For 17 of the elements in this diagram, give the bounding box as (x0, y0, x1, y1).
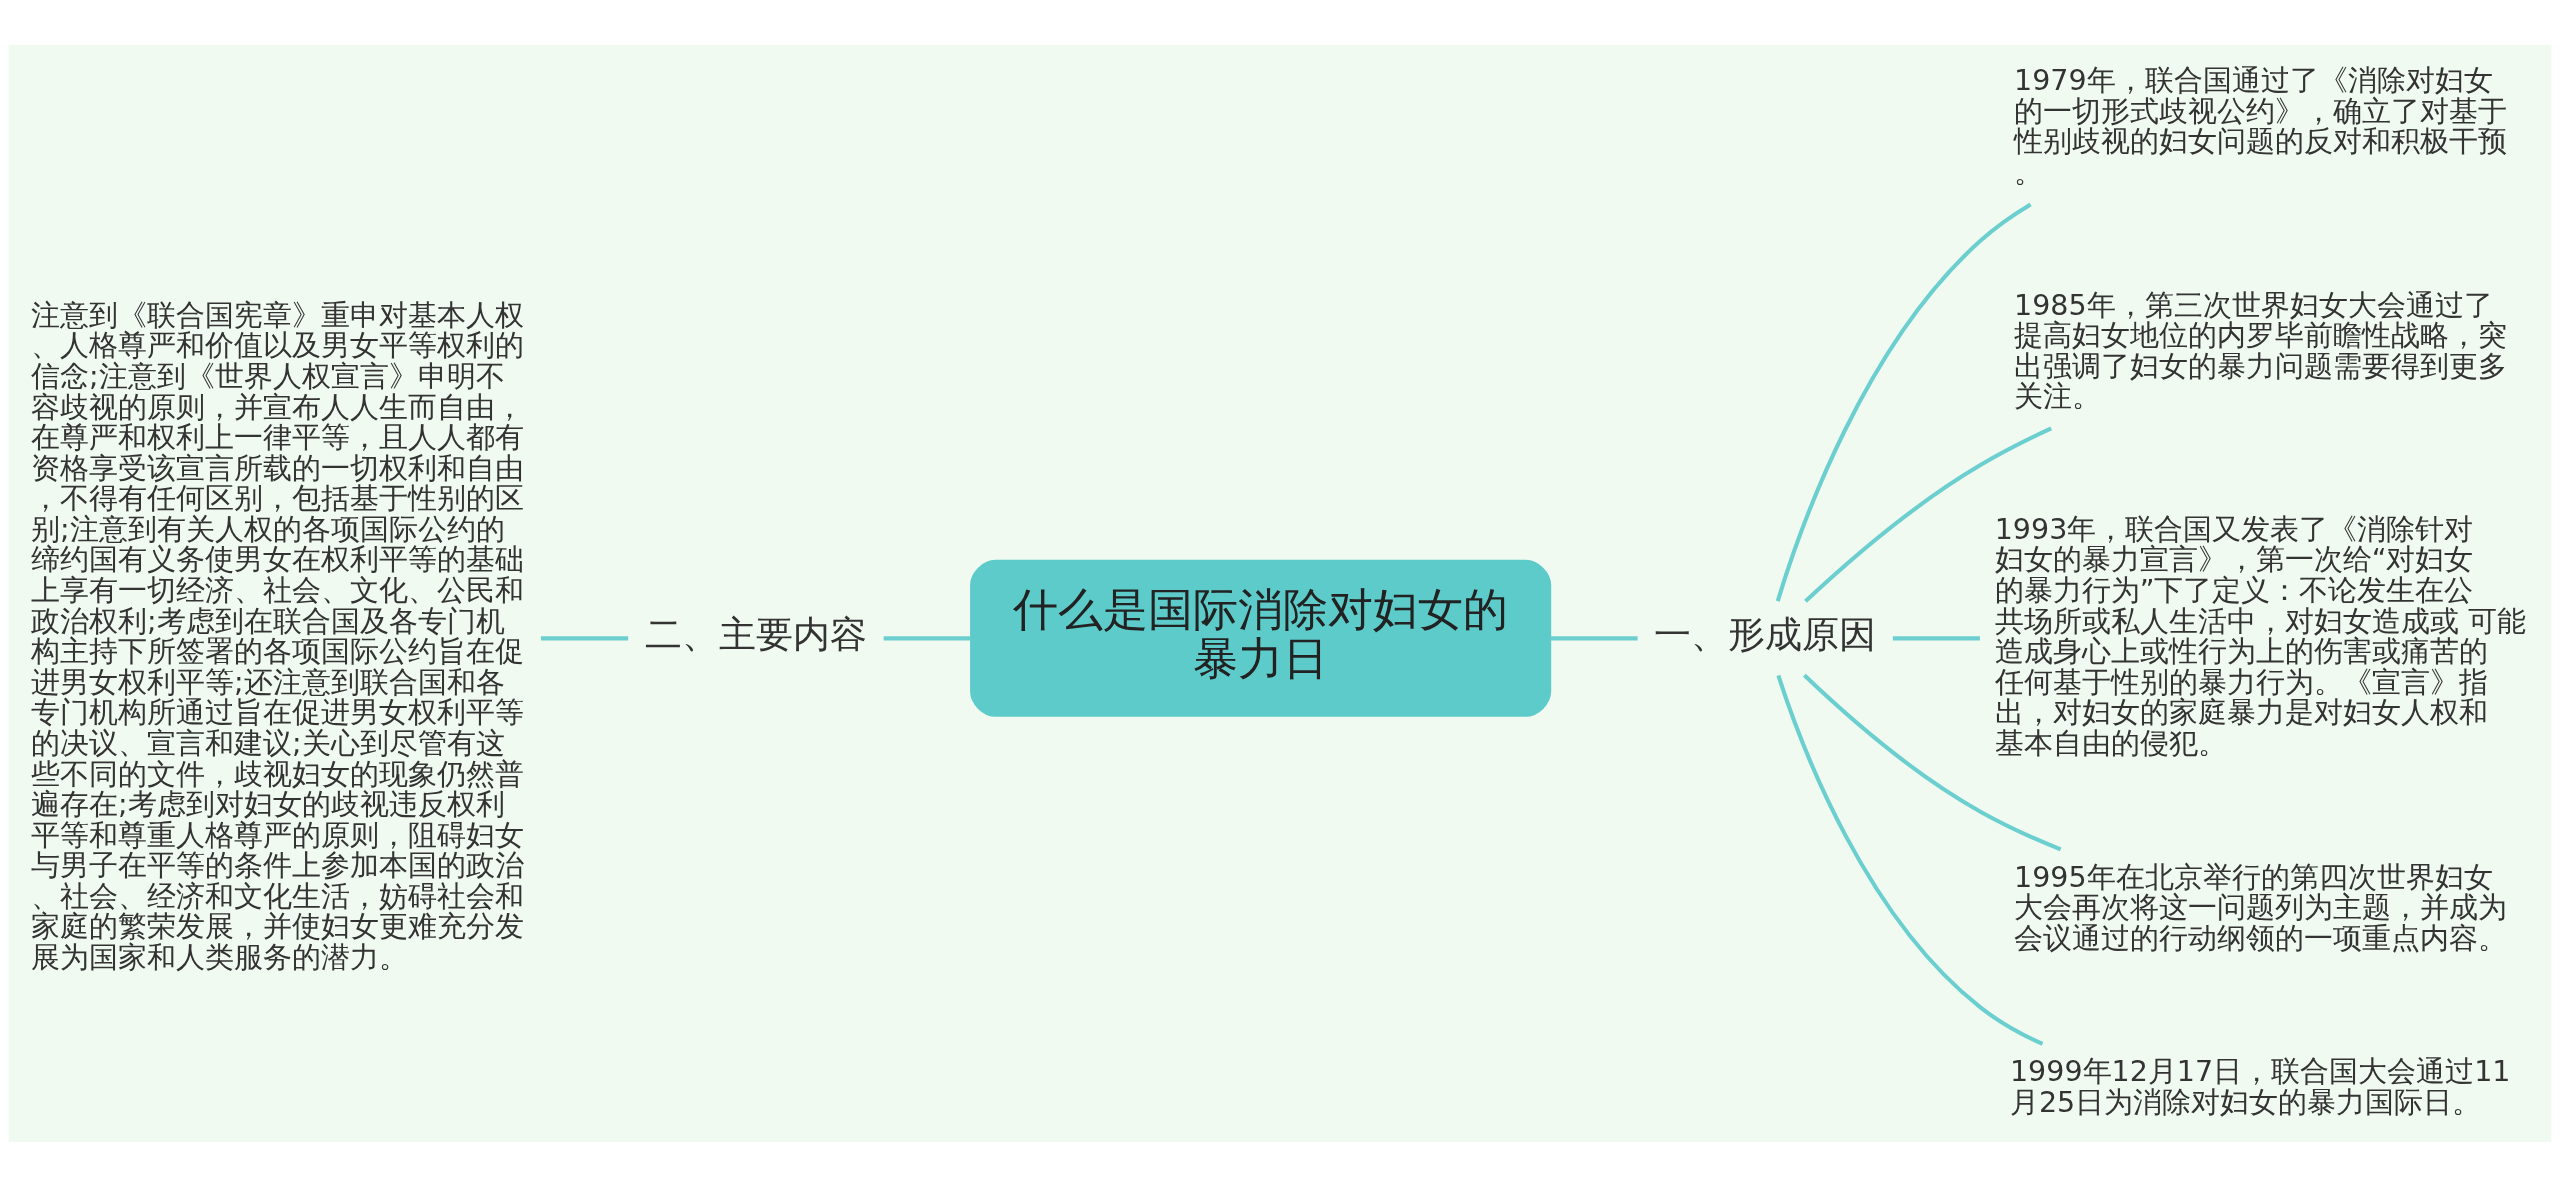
node-text: 注意到《联合国宪章》重申对基本人权、人格尊严和价值以及男女平等权利的信念;注意到《世界人权宣言》申明不容歧视的原则，并宣布人人生而自由，在尊严和权利上一律平等，且人人都有资格享受该宣言所载的一切权利和自由，不得有任何区别，包括基于性别的区别;注意到有关人权的各项国际公约的缔约国有义务使男女在权利平等的基础上享有一切经济、社会、文化、公民和政治权利;考虑到在联合国及各专门机构主持下所签署的各项国际公约旨在促进男女权利平等;还注意到联合国和各专门机构所通过旨在促进男女权利平等的决议、宣言和建议;关心到尽管有这些不同的文件，歧视妇女的现象仍然普遍存在;考虑到对妇女的歧视违反权利平等和尊重人格尊严的原则，阻碍妇女与男子在平等的条件上参加本国的政治、社会、经济和文化生活，妨碍社会和家庭的繁荣发展，并使妇女更难充分发展为国家和人类服务的潜力。 (31, 298, 525, 975)
connector (1892, 636, 1980, 641)
node-text: 1995年在北京举行的第四次世界妇女大会再次将这一问题列为主题，并成为会议通过的行动纲领的一项重点内容。 (2014, 860, 2508, 955)
connector (1775, 202, 2032, 602)
node-box: 什么是国际消除对妇女的暴力日 (970, 559, 1552, 717)
connector (540, 636, 629, 641)
connector (1804, 426, 2053, 603)
node-text: 二、主要内容 (644, 613, 867, 657)
connector (1803, 673, 2062, 852)
connector (1550, 636, 1638, 641)
node-text: 一、形成原因 (1654, 613, 1877, 657)
node-text: 1979年，联合国通过了《消除对妇女的一切形式歧视公约》，确立了对基于性别歧视的妇女问题的反对和积极干预。 (2014, 64, 2508, 190)
connector (883, 636, 971, 641)
node-text: 1999年12月17日，联合国大会通过11月25日为消除对妇女的暴力国际日。 (2009, 1055, 2511, 1119)
connector (1776, 674, 2044, 1046)
node-text: 1985年，第三次世界妇女大会通过了提高妇女地位的内罗毕前瞻性战略，突出强调了妇女的暴力问题需要得到更多关注。 (2014, 288, 2508, 414)
node-text: 1993年，联合国又发表了《消除针对妇女的暴力宣言》，第一次给“对妇女的暴力行为”下了定义：不论发生在公共场所或私人生活中，对妇女造成或 可能造成身心上或性行为上的伤害或痛苦的任何基于性别的暴力行为。《宣言》指出，对妇女的家庭暴力是对妇女人权和基本自由的侵犯。 (1994, 512, 2526, 760)
